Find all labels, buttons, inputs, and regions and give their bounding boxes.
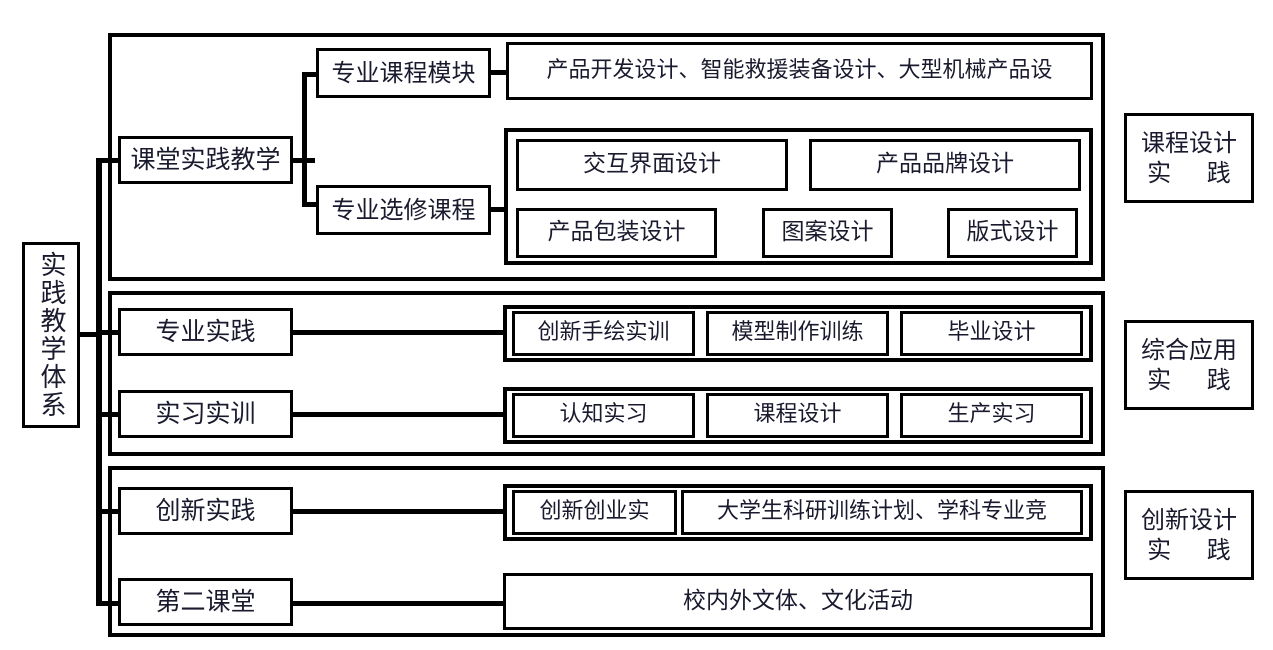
leaf-product-brand-design[interactable]: 产品品牌设计 [809,139,1081,191]
section-outer-comprehensive [108,291,1105,456]
node-classroom-teaching[interactable]: 课堂实践教学 [118,136,293,184]
node-second-classroom[interactable]: 第二课堂 [118,578,293,626]
branch-stub-professional-practice [96,330,120,335]
leaf-student-research-training-plan[interactable]: 大学生科研训练计划、学科专业竞 [681,490,1083,535]
branch-stub-internship-training [96,412,120,417]
group-internship-training-items [503,387,1093,444]
connector-elective-to-group [491,207,508,212]
leaf-innovation-entrepreneurship-practice[interactable]: 创新创业实 [512,490,677,535]
node-professional-practice[interactable]: 专业实践 [118,308,293,356]
category-line-2: 实 践 [1147,366,1245,394]
node-innovation-practice[interactable]: 创新实践 [118,487,293,535]
category-label-course-design-practice: 课程设计 实 践 [1124,113,1254,203]
classroom-bracket-vertical [302,72,307,207]
trunk-vertical-line [96,158,102,606]
section-outer-classroom [108,33,1105,281]
leaf-interaction-ui-design[interactable]: 交互界面设计 [516,139,788,191]
root-node: 实践教学体系 [22,242,80,428]
branch-stub-innovation-practice [96,509,120,514]
category-line-1: 综合应用 [1141,336,1237,364]
group-innovation-practice-items [503,484,1093,541]
branch-stub-classroom [96,158,120,163]
category-line-2: 实 践 [1147,159,1245,187]
classroom-bracket-bottom-arm [302,202,324,207]
category-line-1: 课程设计 [1141,129,1237,157]
leaf-product-packaging-design[interactable]: 产品包装设计 [516,208,717,258]
category-line-1: 创新设计 [1141,506,1237,534]
leaf-course-design[interactable]: 课程设计 [706,393,889,438]
category-line-2: 实 践 [1147,536,1245,564]
leaf-production-internship[interactable]: 生产实习 [900,393,1083,438]
leaf-model-making-training[interactable]: 模型制作训练 [706,311,889,356]
leaf-cognitive-internship[interactable]: 认知实习 [512,393,695,438]
leaf-innovative-sketching-training[interactable]: 创新手绘实训 [512,311,695,356]
node-major-elective-course[interactable]: 专业选修课程 [316,185,491,235]
connector-internship-training [293,412,505,417]
node-major-course-module[interactable]: 专业课程模块 [316,48,491,98]
branch-stub-second-classroom [96,601,120,606]
connector-second-classroom [293,601,505,606]
root-to-trunk-connector [80,332,102,337]
leaf-campus-cultural-activities[interactable]: 校内外文体、文化活动 [503,573,1093,630]
group-elective-courses [504,128,1093,265]
leaf-pattern-design[interactable]: 图案设计 [762,208,893,258]
leaf-graduation-design[interactable]: 毕业设计 [900,311,1083,356]
category-label-comprehensive-application-practice: 综合应用 实 践 [1124,320,1254,410]
leaf-major-course-module-list: 产品开发设计、智能救援装备设计、大型机械产品设 [506,42,1093,100]
connector-professional-practice [293,330,505,335]
connector-innovation-practice [293,509,505,514]
node-internship-training[interactable]: 实习实训 [118,390,293,438]
section-outer-innovation [108,466,1105,637]
group-professional-practice-items [503,305,1093,362]
leaf-layout-design[interactable]: 版式设计 [947,208,1078,258]
category-label-innovative-design-practice: 创新设计 实 践 [1124,490,1254,580]
classroom-bracket-top-arm [302,72,324,77]
connector-module-to-list [491,70,508,75]
